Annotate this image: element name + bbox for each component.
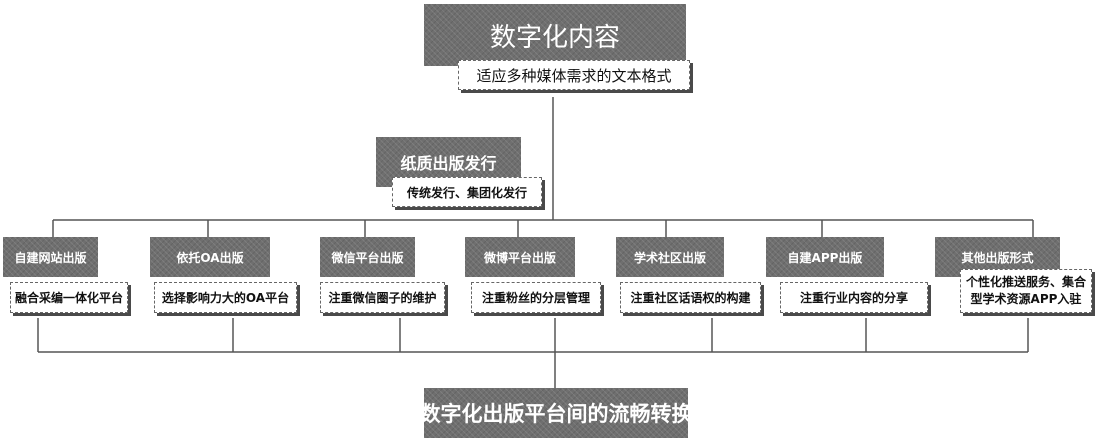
top-subtitle-box: 适应多种媒体需求的文本格式 xyxy=(458,60,690,90)
platform-title-box: 微博平台出版 xyxy=(465,237,575,277)
platform-desc-box: 选择影响力大的OA平台 xyxy=(154,282,297,313)
platform-desc-box: 个性化推送服务、集合型学术资源APP入驻 xyxy=(960,269,1092,313)
platform-desc-box: 注重行业内容的分享 xyxy=(780,282,928,313)
platform-title-box: 自建APP出版 xyxy=(766,237,884,277)
platform-desc-box: 注重微信圈子的维护 xyxy=(320,282,445,313)
print-desc-box: 传统发行、集团化发行 xyxy=(392,177,542,207)
bottom-title-box: 数字化出版平台间的流畅转换 xyxy=(420,388,693,438)
platform-desc-box: 注重粉丝的分层管理 xyxy=(471,282,601,313)
platform-title-box: 学术社区出版 xyxy=(616,237,724,277)
platform-desc-box: 融合采编一体化平台 xyxy=(10,282,128,313)
platform-title-box: 自建网站出版 xyxy=(3,237,98,277)
platform-title-box: 微信平台出版 xyxy=(320,237,415,277)
platform-title-box: 依托OA出版 xyxy=(150,237,270,277)
platform-desc-box: 注重社区话语权的构建 xyxy=(620,282,761,313)
top-title-box: 数字化内容 xyxy=(424,4,686,66)
